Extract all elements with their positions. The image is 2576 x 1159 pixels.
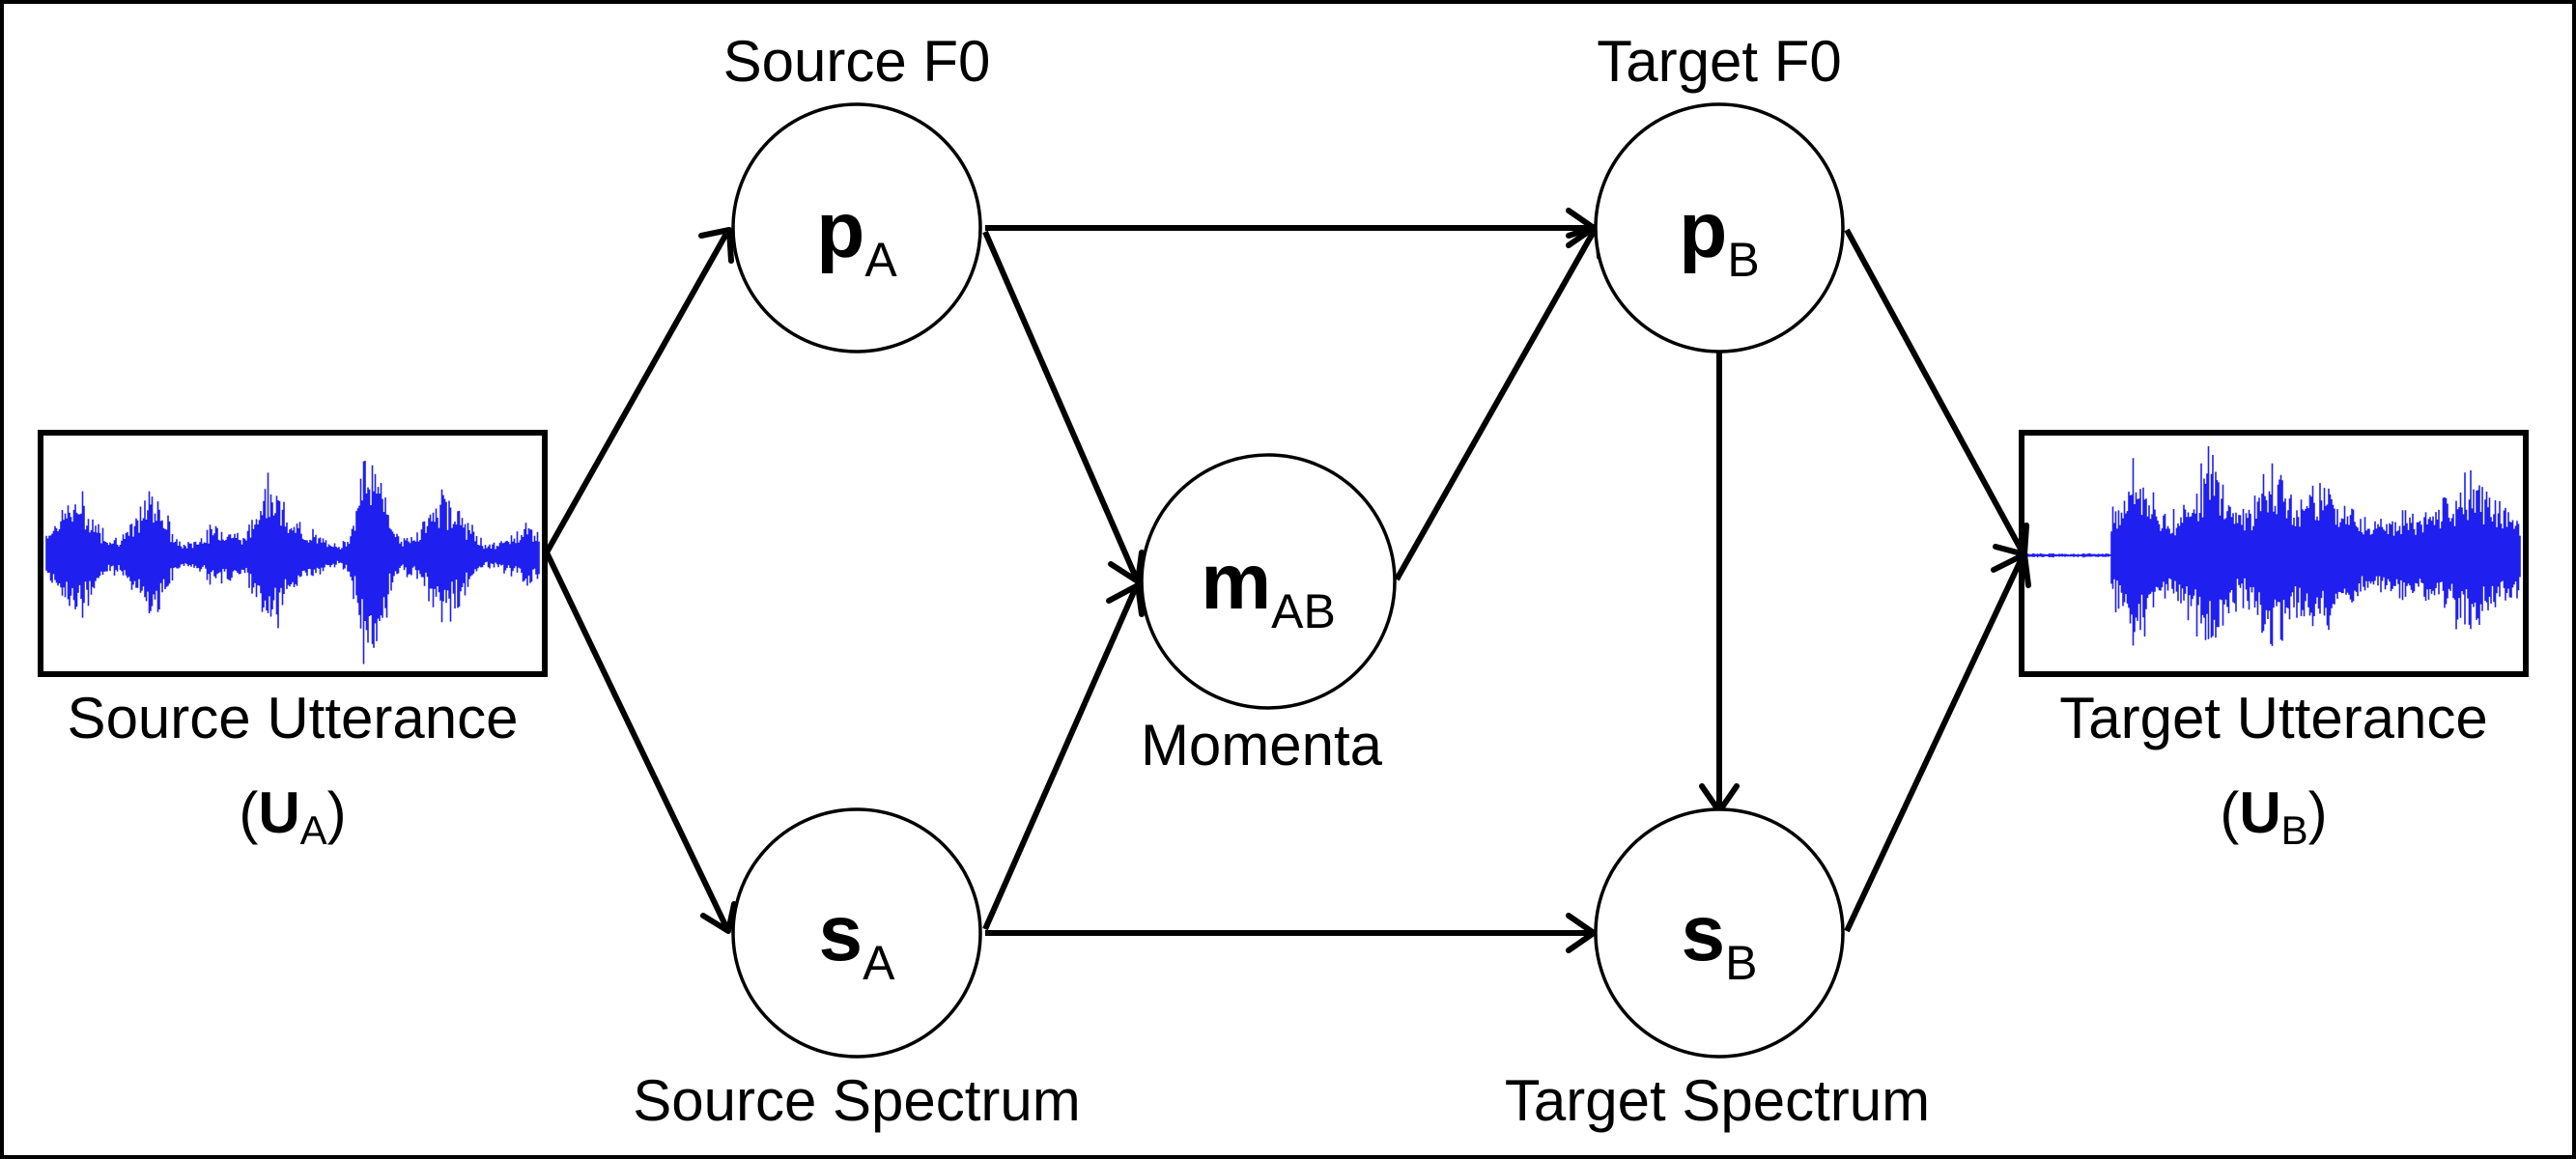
node-mAB-subscript: AB — [1271, 584, 1336, 638]
node-pB: pB — [1594, 102, 1845, 353]
edge-sA-to-mAB — [982, 585, 1139, 931]
node-sA: sA — [731, 807, 982, 1059]
edges — [544, 208, 2031, 953]
node-pB-symbol: p — [1679, 186, 1727, 274]
svg-text:sB: sB — [1682, 890, 1758, 990]
caption-target-utterance: Target Utterance — [2059, 686, 2488, 750]
edge-mAB-to-pB — [1394, 226, 1599, 581]
node-sA-subscript: A — [863, 936, 895, 990]
target-waveform — [2019, 430, 2529, 677]
wave-src-trace — [45, 461, 540, 664]
svg-text:pA: pA — [816, 186, 897, 287]
node-pA-symbol: p — [816, 186, 864, 274]
caption-source-spectrum: Source Spectrum — [633, 1068, 1081, 1133]
edge-source-to-pA — [544, 232, 729, 554]
node-mAB-symbol: m — [1201, 538, 1271, 626]
node-sA-symbol: s — [819, 890, 863, 977]
node-pA: pA — [731, 102, 982, 353]
svg-text:pB: pB — [1679, 186, 1759, 287]
node-sB-subscript: B — [1725, 936, 1757, 990]
svg-text:sA: sA — [819, 890, 896, 990]
node-mAB: mAB — [1140, 453, 1397, 710]
caption-target-f0: Target F0 — [1597, 29, 1841, 94]
svg-text:mAB: mAB — [1201, 538, 1336, 638]
node-sB-symbol: s — [1682, 890, 1726, 977]
edge-pB-to-target — [1844, 228, 2025, 554]
caption-target-symbol: (UB) — [2220, 780, 2327, 853]
edge-sB-to-target — [1844, 554, 2025, 933]
edge-pA-to-mAB — [982, 230, 1139, 580]
node-pB-subscript: B — [1727, 233, 1759, 287]
node-sB: sB — [1594, 807, 1845, 1059]
node-pA-subscript: A — [864, 233, 897, 287]
source-waveform — [38, 430, 548, 677]
caption-source-f0: Source F0 — [723, 29, 991, 94]
edge-source-to-sA — [544, 551, 729, 929]
caption-momenta: Momenta — [1141, 713, 1383, 777]
caption-source-utterance: Source Utterance — [68, 686, 519, 750]
caption-source-symbol: (UA) — [239, 780, 346, 853]
caption-target-spectrum: Target Spectrum — [1505, 1068, 1930, 1133]
